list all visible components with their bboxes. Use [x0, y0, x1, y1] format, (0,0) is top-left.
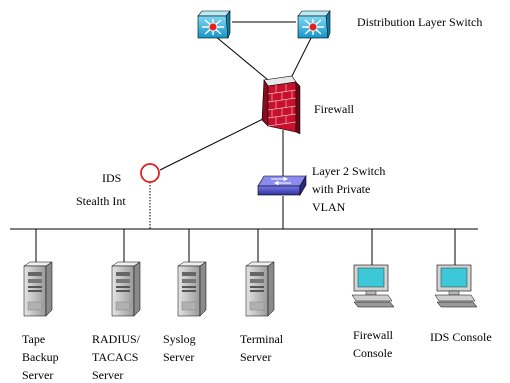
radius-tacacs-server — [111, 261, 141, 317]
label-tape-2: Backup — [22, 350, 59, 364]
label-terminal-2: Server — [240, 350, 271, 364]
desktop-pc-icon — [434, 264, 478, 308]
label-syslog-2: Server — [163, 350, 194, 364]
link-firewall-ids — [159, 117, 266, 171]
tower-server-icon — [177, 261, 207, 317]
ids-console — [434, 264, 478, 308]
label-fwconsole-1: Firewall — [353, 328, 394, 342]
firewall — [261, 75, 301, 135]
label-layer2-switch-2: with Private — [312, 182, 370, 196]
label-tape-1: Tape — [22, 332, 45, 346]
connections — [10, 21, 478, 265]
distribution-switch-1 — [197, 10, 231, 39]
label-radius-2: TACACS — [92, 350, 138, 364]
multilayer-switch-icon — [297, 10, 331, 39]
label-stealth-int: Stealth Int — [76, 194, 126, 208]
label-layer2-switch-1: Layer 2 Switch — [312, 164, 385, 178]
brick-firewall-icon — [261, 75, 301, 135]
link-switch1-firewall — [214, 35, 269, 81]
labels: Distribution Layer Switch Firewall IDS S… — [22, 15, 492, 382]
label-syslog-1: Syslog — [163, 332, 196, 346]
label-tape-3: Server — [22, 368, 53, 382]
link-switch2-firewall — [289, 35, 313, 81]
workgroup-switch-icon — [257, 174, 307, 197]
ids-sensor-icon — [140, 163, 160, 183]
terminal-server — [245, 261, 275, 317]
label-ids-console: IDS Console — [430, 330, 492, 344]
syslog-server — [177, 261, 207, 317]
tower-server-icon — [245, 261, 275, 317]
label-radius-1: RADIUS/ — [92, 332, 141, 346]
desktop-pc-icon — [351, 264, 395, 308]
tower-server-icon — [111, 261, 141, 317]
multilayer-switch-icon — [197, 10, 231, 39]
tower-server-icon — [23, 261, 53, 317]
label-fwconsole-2: Console — [353, 346, 392, 360]
firewall-console — [351, 264, 395, 308]
label-firewall: Firewall — [314, 102, 355, 116]
label-distribution-switch: Distribution Layer Switch — [357, 15, 482, 29]
distribution-switch-2 — [297, 10, 331, 39]
ids-sensor — [140, 163, 160, 183]
layer2-switch — [257, 174, 307, 197]
label-ids: IDS — [102, 171, 121, 185]
tape-backup-server — [23, 261, 53, 317]
label-radius-3: Server — [92, 368, 123, 382]
label-layer2-switch-3: VLAN — [312, 200, 346, 214]
label-terminal-1: Terminal — [240, 332, 284, 346]
